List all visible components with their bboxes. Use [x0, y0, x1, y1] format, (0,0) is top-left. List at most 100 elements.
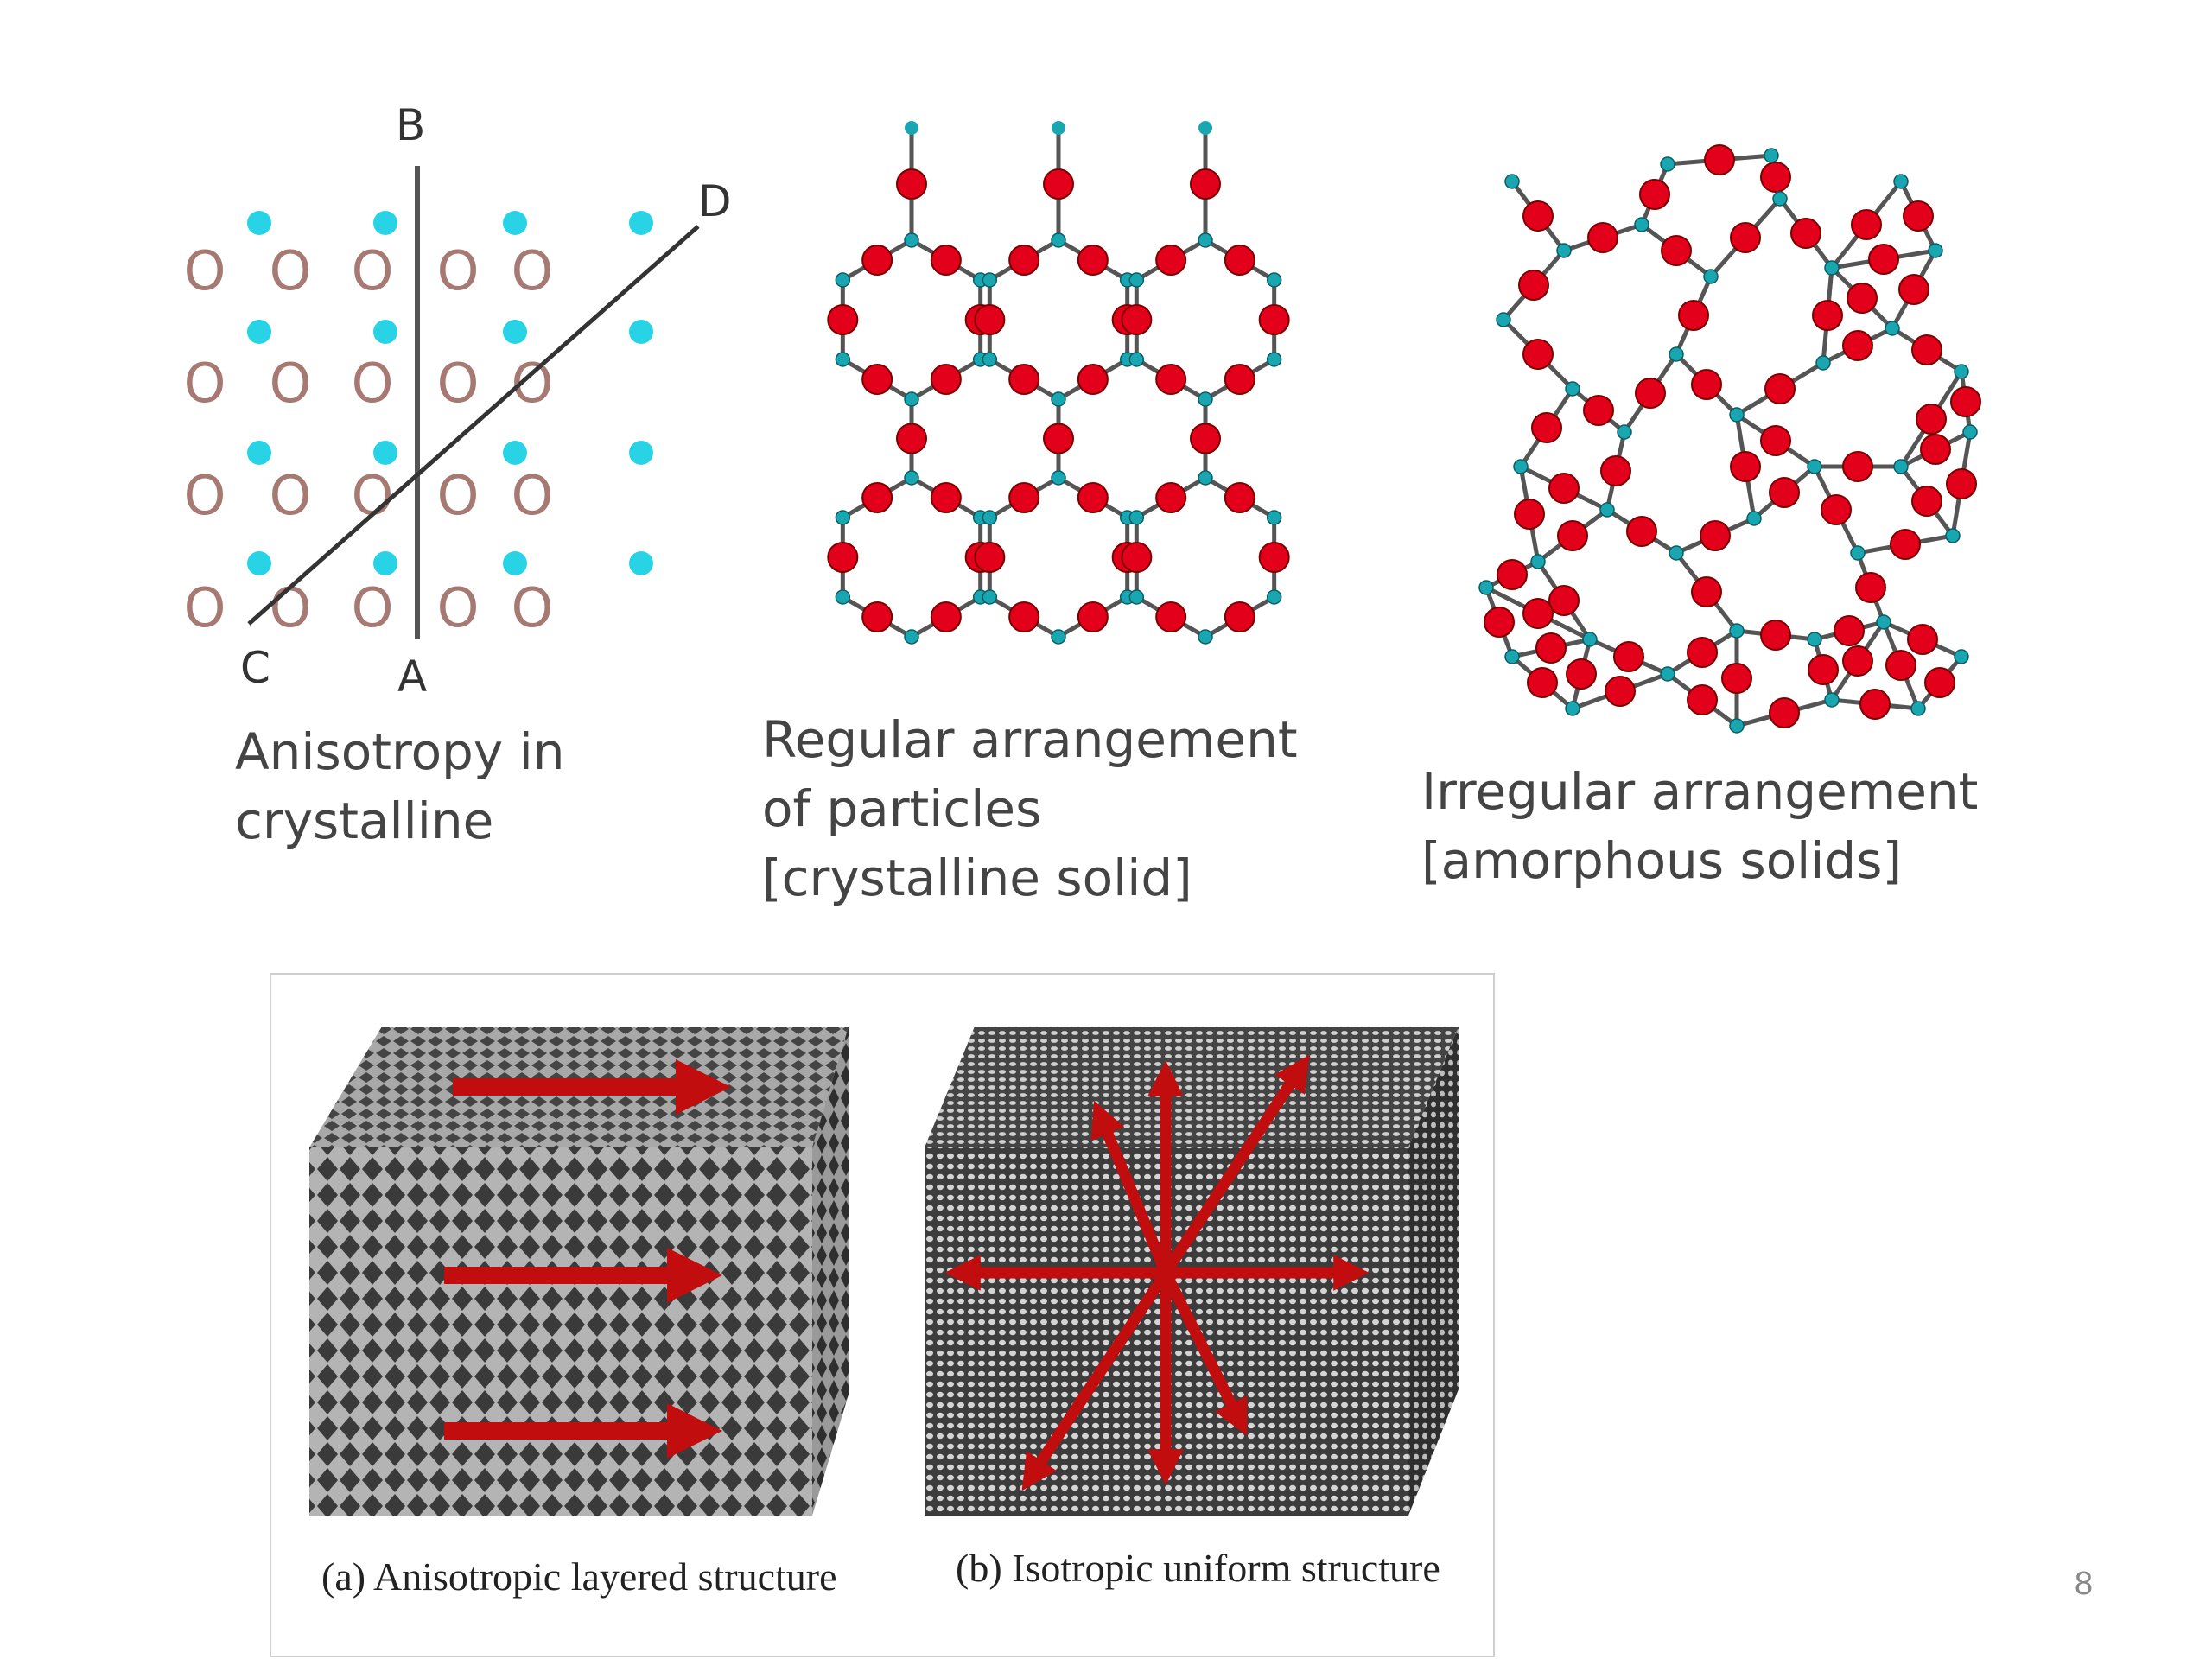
silicon-atom	[982, 352, 998, 367]
silicon-atom	[1128, 352, 1145, 367]
oxygen-atom	[1687, 684, 1718, 715]
crystalline-caption-line1: Regular arrangement	[762, 710, 1298, 769]
oxygen-atom	[1911, 486, 1942, 517]
anisotropy-caption-line2: crystalline	[235, 791, 494, 850]
silicon-atom	[1660, 156, 1675, 172]
oxygen-atom	[1851, 209, 1882, 240]
oxygen-atom	[1842, 645, 1873, 677]
oxygen-atom	[1190, 168, 1221, 200]
oxygen-atom	[1730, 451, 1761, 482]
silicon-atom	[1945, 528, 1961, 543]
oxygen-atom	[930, 482, 962, 513]
oxygen-atom	[1224, 245, 1255, 276]
silicon-atom	[1565, 381, 1580, 397]
oxygen-atom	[1730, 222, 1761, 253]
amorphous-caption-line1: Irregular arrangement	[1421, 762, 1979, 821]
silicon-atom	[1051, 629, 1066, 645]
silicon-atom	[1051, 232, 1066, 248]
crystalline-bonds	[840, 128, 1277, 639]
oxygen-atom	[1847, 283, 1878, 314]
oxygen-ion-label: O	[352, 239, 394, 302]
oxygen-atom	[1548, 585, 1580, 616]
oxygen-atom	[1190, 423, 1221, 454]
silicon-atom	[1266, 352, 1282, 367]
oxygen-atom	[1155, 482, 1187, 513]
silicon-atom	[1669, 545, 1684, 561]
silicon-atom	[1513, 459, 1529, 474]
oxygen-atom	[1583, 395, 1614, 426]
amorphous-caption-line2: [amorphous solids]	[1421, 831, 1903, 890]
silicon-atom	[1266, 589, 1282, 605]
oxygen-atom	[1691, 576, 1722, 607]
silicon-atom	[1954, 364, 1969, 379]
oxygen-atom	[1920, 434, 1951, 465]
oxygen-atom	[1224, 482, 1255, 513]
silicon-atom	[905, 121, 918, 135]
silicon-atom	[982, 510, 998, 525]
isotropic-arrows	[944, 1054, 1370, 1491]
crystalline-silicon-atoms	[835, 121, 1282, 645]
silicon-atom	[1954, 649, 1969, 664]
silicon-atom	[835, 510, 851, 525]
silicon-atom	[982, 589, 998, 605]
silicon-atom	[1198, 629, 1213, 645]
oxygen-atom	[1808, 654, 1839, 685]
oxygen-atom	[1760, 162, 1791, 193]
oxygen-atom	[974, 304, 1006, 335]
silicon-atom	[1128, 589, 1145, 605]
oxygen-atom	[1008, 482, 1040, 513]
oxygen-atom	[1790, 218, 1821, 249]
oxygen-atom	[861, 245, 893, 276]
oxygen-ion-label: O	[184, 576, 226, 639]
amorphous-oxygen-atoms	[1484, 144, 1981, 728]
oxygen-atom	[1704, 144, 1735, 175]
cyan-ion	[247, 320, 271, 344]
cyan-ion	[629, 320, 653, 344]
silicon-atom	[904, 391, 919, 407]
oxygen-atom	[1950, 386, 1981, 417]
cyan-ion	[373, 441, 397, 465]
silicon-atom	[982, 272, 998, 288]
oxygen-atom	[1687, 637, 1718, 668]
silicon-atom	[1729, 718, 1745, 734]
oxygen-ion-label: O	[184, 352, 226, 415]
oxygen-ion-label: O	[352, 464, 394, 527]
silicon-atom	[1850, 545, 1866, 561]
silicon-atom	[1198, 121, 1212, 135]
oxygen-atom	[1522, 598, 1554, 629]
oxygen-atom	[1557, 520, 1588, 551]
oxygen-atom	[1043, 168, 1074, 200]
oxygen-atom	[1842, 330, 1873, 361]
oxygen-atom	[974, 542, 1006, 573]
oxygen-atom	[1155, 364, 1187, 395]
oxygen-atom	[1885, 650, 1916, 681]
anisotropy-caption-line1: Anisotropy in	[235, 722, 565, 781]
silicon-atom	[1266, 510, 1282, 525]
silicon-atom	[904, 470, 919, 486]
oxygen-atom	[1514, 499, 1545, 530]
silicon-atom	[1565, 701, 1580, 716]
structure-blocks	[309, 1027, 1459, 1516]
silicon-atom	[835, 272, 851, 288]
oxygen-atom	[1613, 641, 1644, 672]
silicon-atom	[1807, 632, 1822, 647]
silicon-atom	[1198, 391, 1213, 407]
label-a: A	[397, 652, 427, 702]
silicon-atom	[1478, 580, 1494, 595]
cyan-ion	[503, 211, 527, 235]
axis-line-cd	[247, 225, 700, 626]
cyan-ion	[373, 211, 397, 235]
silicon-atom	[1910, 701, 1926, 716]
isotropic-block	[925, 1027, 1459, 1516]
silicon-atom	[1729, 623, 1745, 639]
oxygen-atom	[1911, 334, 1942, 365]
silicon-atom	[1052, 121, 1065, 135]
crystalline-caption: Regular arrangement of particles [crysta…	[762, 705, 1298, 912]
oxygen-atom	[930, 245, 962, 276]
silicon-atom	[835, 589, 851, 605]
oxygen-atom	[1566, 658, 1597, 690]
silicon-atom	[1893, 174, 1909, 189]
oxygen-atom	[1678, 300, 1709, 331]
oxygen-atom	[1916, 404, 1947, 435]
silicon-atom	[1634, 217, 1649, 232]
